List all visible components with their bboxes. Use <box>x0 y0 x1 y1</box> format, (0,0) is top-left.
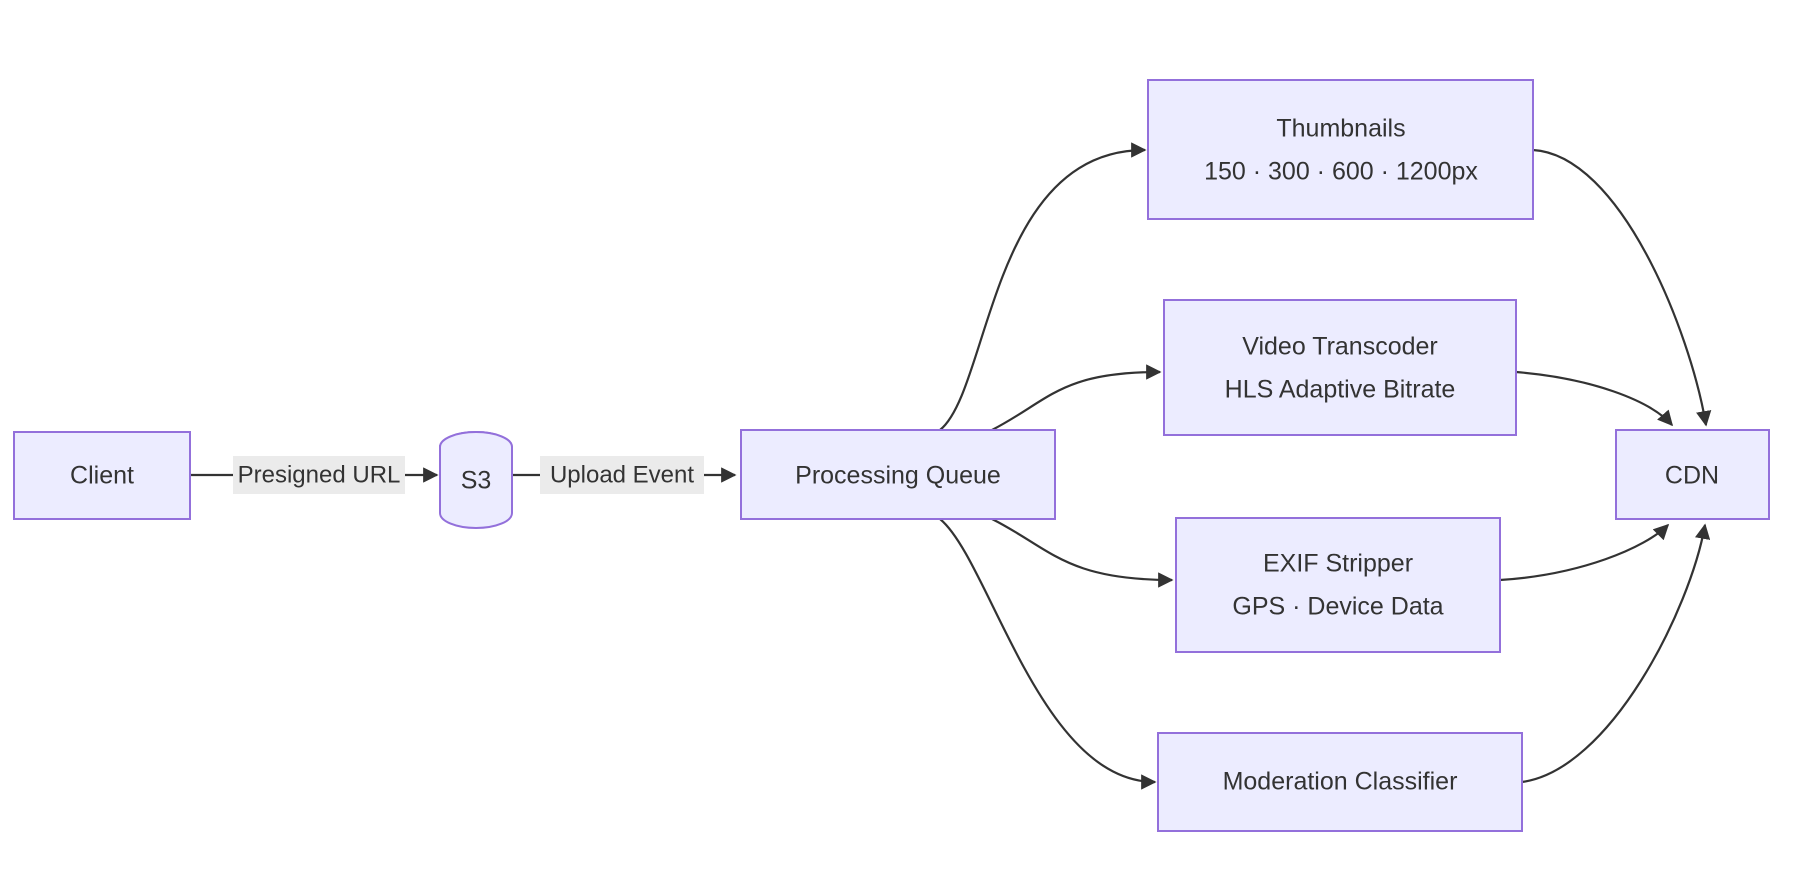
node-processing-queue-shape[interactable] <box>740 429 1056 520</box>
node-thumbnails-shape[interactable] <box>1147 79 1534 220</box>
edge-label-presigned-url-bg <box>233 456 405 494</box>
edge-queue-to-exif <box>991 518 1174 588</box>
node-s3-cylinder-top <box>439 431 513 448</box>
node-exif-stripper-label-primary: EXIF Stripper <box>1263 550 1413 578</box>
node-video-transcoder[interactable]: Video Transcoder HLS Adaptive Bitrate <box>1163 299 1517 436</box>
node-video-transcoder-label-secondary: HLS Adaptive Bitrate <box>1225 376 1456 404</box>
edge-moderation-to-cdn <box>1521 523 1711 784</box>
edge-video-to-cdn <box>1515 370 1674 427</box>
edge-thumbnails-to-cdn <box>1532 148 1712 427</box>
node-s3-label: S3 <box>461 467 492 495</box>
edge-queue-to-moderation <box>939 518 1157 790</box>
edge-label-presigned-url: Presigned URL <box>233 456 405 494</box>
node-moderation-classifier-shape[interactable] <box>1157 732 1523 832</box>
node-moderation-classifier[interactable]: Moderation Classifier <box>1157 732 1523 832</box>
edge-queue-to-thumbnails <box>939 142 1147 431</box>
node-thumbnails-label-primary: Thumbnails <box>1276 115 1405 143</box>
node-client-label: Client <box>70 462 134 490</box>
node-exif-stripper[interactable]: EXIF Stripper GPS · Device Data <box>1175 517 1501 653</box>
node-thumbnails-label-secondary: 150 · 300 · 600 · 1200px <box>1204 158 1478 186</box>
node-exif-stripper-shape[interactable] <box>1175 517 1501 653</box>
node-cdn[interactable]: CDN <box>1615 429 1770 520</box>
node-client[interactable]: Client <box>13 431 191 520</box>
edge-label-presigned-url-text: Presigned URL <box>238 461 401 488</box>
node-exif-stripper-label-secondary: GPS · Device Data <box>1232 593 1443 621</box>
edge-queue-to-video <box>991 364 1162 431</box>
node-processing-queue[interactable]: Processing Queue <box>740 429 1056 520</box>
edge-label-upload-event-bg <box>540 456 704 494</box>
edge-exif-to-cdn <box>1499 523 1670 582</box>
nodes-layer: Client S3 Processing Queue Thumbnails 15… <box>13 79 1770 832</box>
node-processing-queue-label: Processing Queue <box>795 462 1001 490</box>
node-video-transcoder-label-primary: Video Transcoder <box>1242 333 1438 361</box>
edges-layer <box>190 142 1712 790</box>
node-thumbnails[interactable]: Thumbnails 150 · 300 · 600 · 1200px <box>1147 79 1534 220</box>
node-video-transcoder-shape[interactable] <box>1163 299 1517 436</box>
node-s3[interactable]: S3 <box>439 431 513 529</box>
edge-label-upload-event: Upload Event <box>540 456 704 494</box>
node-cdn-label: CDN <box>1665 462 1719 490</box>
node-moderation-classifier-label: Moderation Classifier <box>1223 768 1458 796</box>
node-client-shape[interactable] <box>13 431 191 520</box>
node-cdn-shape[interactable] <box>1615 429 1770 520</box>
edge-label-upload-event-text: Upload Event <box>550 461 694 488</box>
edge-labels-layer: Presigned URL Upload Event <box>233 456 704 494</box>
